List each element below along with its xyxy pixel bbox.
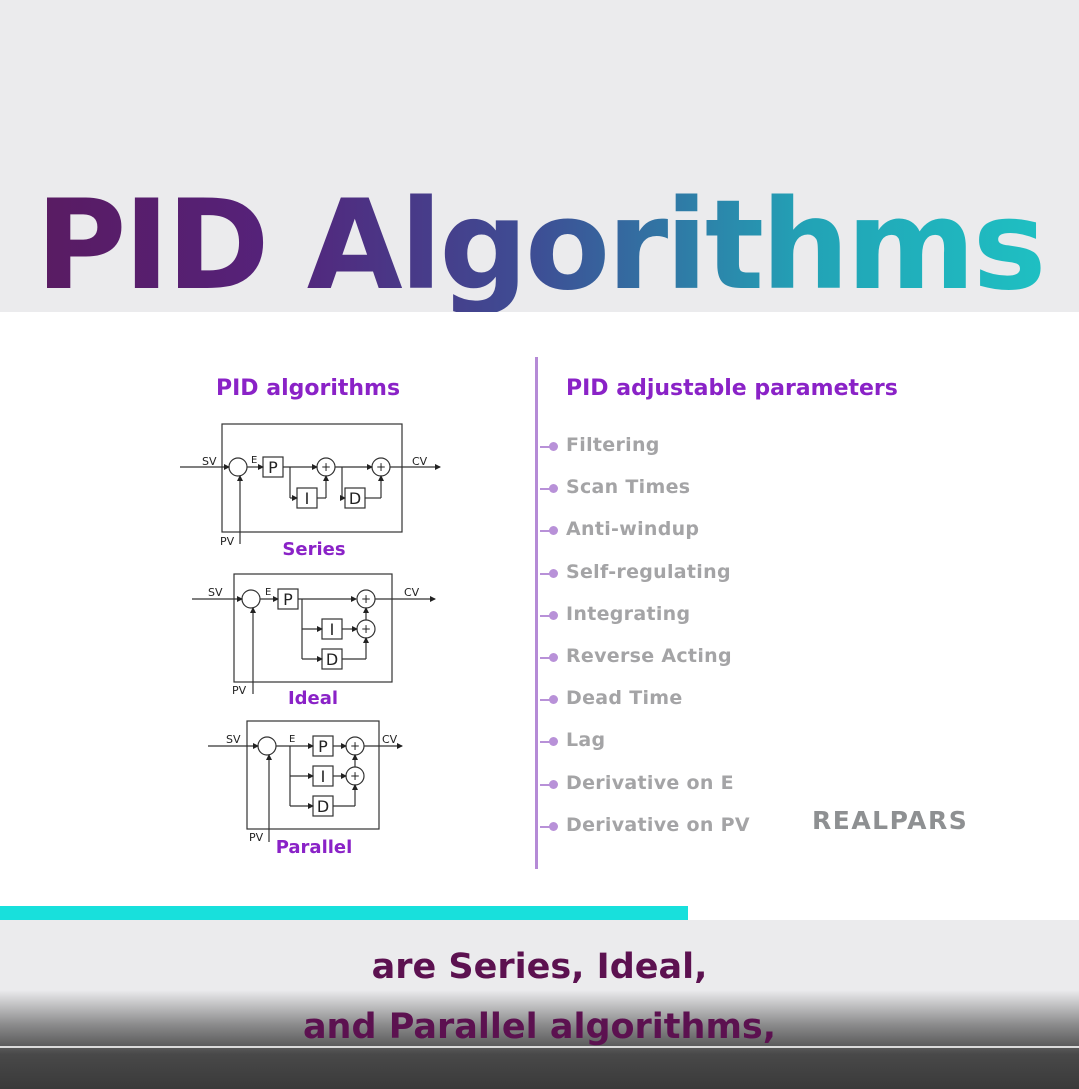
param-connector <box>540 741 552 744</box>
parallel-frame <box>246 720 380 830</box>
series-frame <box>221 423 403 533</box>
subtitle-line-1: are Series, Ideal, <box>371 947 708 987</box>
series-diagram: SV CV PV E P I D + + Series <box>180 423 441 560</box>
parallel-cv-label: CV <box>382 733 398 746</box>
param-connector <box>540 614 552 617</box>
parallel-i-label: I <box>321 767 326 786</box>
parallel-p-label: P <box>318 737 328 756</box>
page-title: PID Algorithms <box>0 171 1079 321</box>
subtitle-line-2: and Parallel algorithms, <box>302 1007 777 1047</box>
ideal-e-label: E <box>265 587 271 598</box>
parallel-sv-label: SV <box>226 733 241 746</box>
param-connector <box>540 656 552 659</box>
param-label: Lag <box>566 729 606 752</box>
bullet-dot-icon <box>549 442 558 451</box>
ideal-d-label: D <box>326 650 338 669</box>
parallel-error-summer <box>257 736 277 756</box>
series-sum-1-sign: + <box>321 460 331 474</box>
parallel-e-label: E <box>289 734 295 745</box>
ideal-diagram: SV CV PV E P I D + + Ideal <box>192 573 436 709</box>
video-controls-shade <box>0 990 1079 1089</box>
param-label: Derivative on E <box>566 771 734 794</box>
ideal-sv-label: SV <box>208 586 223 599</box>
ideal-frame <box>233 573 393 683</box>
param-label: Self-regulating <box>566 560 731 583</box>
title-word-1: PID <box>35 174 267 319</box>
param-label: Dead Time <box>566 687 683 710</box>
ideal-sum-outer-sign: + <box>361 592 371 606</box>
series-cv-label: CV <box>412 455 428 468</box>
bullet-dot-icon <box>549 568 558 578</box>
realpars-logo: REALPARS <box>812 806 969 835</box>
param-connector <box>540 783 552 786</box>
bullet-dot-icon <box>549 779 558 789</box>
param-label: Integrating <box>566 602 691 625</box>
bullet-dot-icon <box>549 737 558 747</box>
series-caption: Series <box>282 539 345 560</box>
series-sum-2-sign: + <box>376 460 386 474</box>
ideal-cv-label: CV <box>404 586 420 599</box>
ideal-pv-label: PV <box>232 684 247 697</box>
section-divider <box>535 357 538 869</box>
param-label: Filtering <box>566 434 660 456</box>
param-connector <box>540 699 552 702</box>
series-sv-label: SV <box>202 455 217 468</box>
bullet-dot-icon <box>549 652 558 662</box>
ideal-i-label: I <box>330 620 335 639</box>
param-label: Anti-windup <box>566 518 700 541</box>
video-scrub-line[interactable] <box>0 1046 1079 1048</box>
bullet-dot-icon <box>549 484 558 494</box>
pid-parameters-heading: PID adjustable parameters <box>566 376 898 401</box>
parallel-sum-inner-sign: + <box>350 769 360 783</box>
series-p-label: P <box>268 458 278 477</box>
bullet-dot-icon <box>549 610 558 620</box>
ideal-p-label: P <box>283 590 293 609</box>
pid-algorithms-heading: PID algorithms <box>216 376 401 401</box>
param-label: Scan Times <box>566 476 691 499</box>
param-connector <box>540 488 552 491</box>
parallel-pv-label: PV <box>249 831 264 844</box>
param-connector <box>540 446 552 448</box>
title-word-2: Algorithms <box>306 174 1044 319</box>
param-connector <box>540 825 552 828</box>
param-connector <box>540 572 552 575</box>
ideal-error-summer <box>241 589 261 609</box>
ideal-sum-inner-sign: + <box>361 622 371 636</box>
title-banner: PID Algorithms <box>0 0 1079 312</box>
video-progress-fill <box>0 906 689 920</box>
parallel-diagram: SV CV PV E P I D + + Parallel <box>208 720 403 858</box>
series-e-label: E <box>251 455 257 466</box>
series-i-label: I <box>305 489 310 508</box>
series-d-label: D <box>349 489 361 508</box>
parallel-d-label: D <box>317 797 329 816</box>
param-connector <box>540 530 552 533</box>
series-pv-label: PV <box>220 535 235 548</box>
param-label: Reverse Acting <box>566 644 732 667</box>
bullet-dot-icon <box>549 526 558 536</box>
parallel-sum-outer-sign: + <box>350 739 360 753</box>
slide-content: PID algorithms PID adjustable parameters <box>0 312 1079 918</box>
ideal-caption: Ideal <box>288 688 338 709</box>
video-progress-bar[interactable] <box>0 906 1079 920</box>
parallel-caption: Parallel <box>276 837 353 858</box>
pid-block-diagrams: SV CV PV E P I D + + Series <box>180 423 441 858</box>
bullet-dot-icon <box>549 695 558 705</box>
param-label: Derivative on PV <box>566 813 750 836</box>
series-error-summer <box>228 457 248 477</box>
bullet-dot-icon <box>549 821 558 831</box>
